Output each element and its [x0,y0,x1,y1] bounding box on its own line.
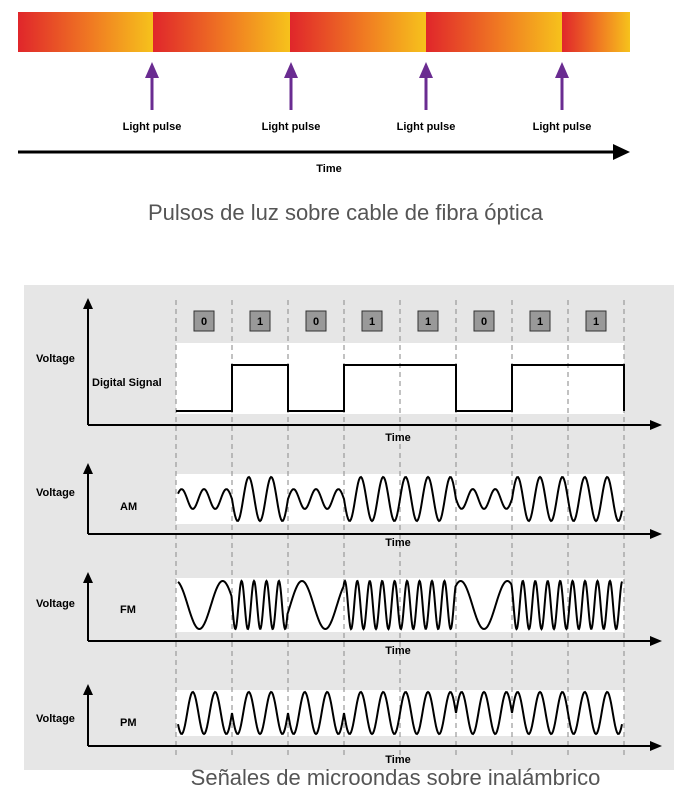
bit-box-2 [249,310,271,332]
bit-value-5: 1 [425,316,431,328]
fiber-caption: Pulsos de luz sobre cable de fibra óptic… [147,200,543,225]
pulse-segment-tail [562,12,630,52]
am-wave [177,475,623,523]
voltage-label-digital: Voltage [36,353,75,365]
voltage-label-fm: Voltage [36,598,75,610]
bit-box-1 [193,310,215,332]
x-axis-arrow-3 [650,636,662,646]
plot-axes [83,298,662,751]
x-axis-arrow-1 [650,420,662,430]
pulse-segment-4 [426,12,562,52]
fm-label: FM [120,604,136,616]
pulse-labels: Light pulse Light pulse Light pulse Ligh… [123,121,592,133]
light-pulse-label-2: Light pulse [262,121,321,133]
bit-box-7 [529,310,551,332]
voltage-label-pm: Voltage [36,713,75,725]
digital-signal-wave [176,364,625,412]
pulse-arrow-head-3 [419,62,433,78]
bit-boxes: 0 1 0 1 1 0 1 1 [193,310,607,332]
bit-value-2: 1 [257,316,263,328]
bit-value-7: 1 [537,316,543,328]
pm-wave [177,690,623,736]
light-pulse-label-1: Light pulse [123,121,182,133]
time-label-digital: Time [385,432,410,444]
y-axis-arrow-4 [83,684,93,695]
pulse-arrow-head-2 [284,62,298,78]
time-label-pm: Time [385,754,410,766]
pulse-bar [18,12,630,52]
y-axis-arrow-3 [83,572,93,583]
bit-value-8: 1 [593,316,599,328]
y-axis-arrow-1 [83,298,93,309]
time-axis: Time [18,144,630,175]
bit-value-1: 0 [201,316,207,328]
pulse-arrows [145,62,569,110]
bit-value-6: 0 [481,316,487,328]
y-axis-arrow-2 [83,463,93,474]
x-axis-arrow-2 [650,529,662,539]
digital-signal-label: Digital Signal [92,377,162,389]
bit-box-3 [305,310,327,332]
time-axis-label: Time [316,163,341,175]
am-label: AM [120,501,137,513]
pm-label: PM [120,717,137,729]
bit-box-8 [585,310,607,332]
bit-box-4 [361,310,383,332]
pulse-segment-3 [290,12,426,52]
bit-box-5 [417,310,439,332]
bit-box-6 [473,310,495,332]
light-pulse-label-3: Light pulse [397,121,456,133]
waveforms [176,364,625,736]
microwave-caption: Señales de microondas sobre inalámbrico [190,765,601,790]
x-axis-arrow-4 [650,741,662,751]
fm-wave [177,579,623,631]
bit-value-4: 1 [369,316,375,328]
light-pulse-diagram: Light pulse Light pulse Light pulse Ligh… [18,12,630,175]
pulse-arrow-head-4 [555,62,569,78]
bit-value-3: 0 [313,316,319,328]
time-label-am: Time [385,537,410,549]
light-pulse-label-4: Light pulse [533,121,592,133]
pulse-arrow-head-1 [145,62,159,78]
voltage-label-am: Voltage [36,487,75,499]
pulse-segment-2 [153,12,290,52]
time-label-fm: Time [385,645,410,657]
pulse-segment-1 [18,12,153,52]
